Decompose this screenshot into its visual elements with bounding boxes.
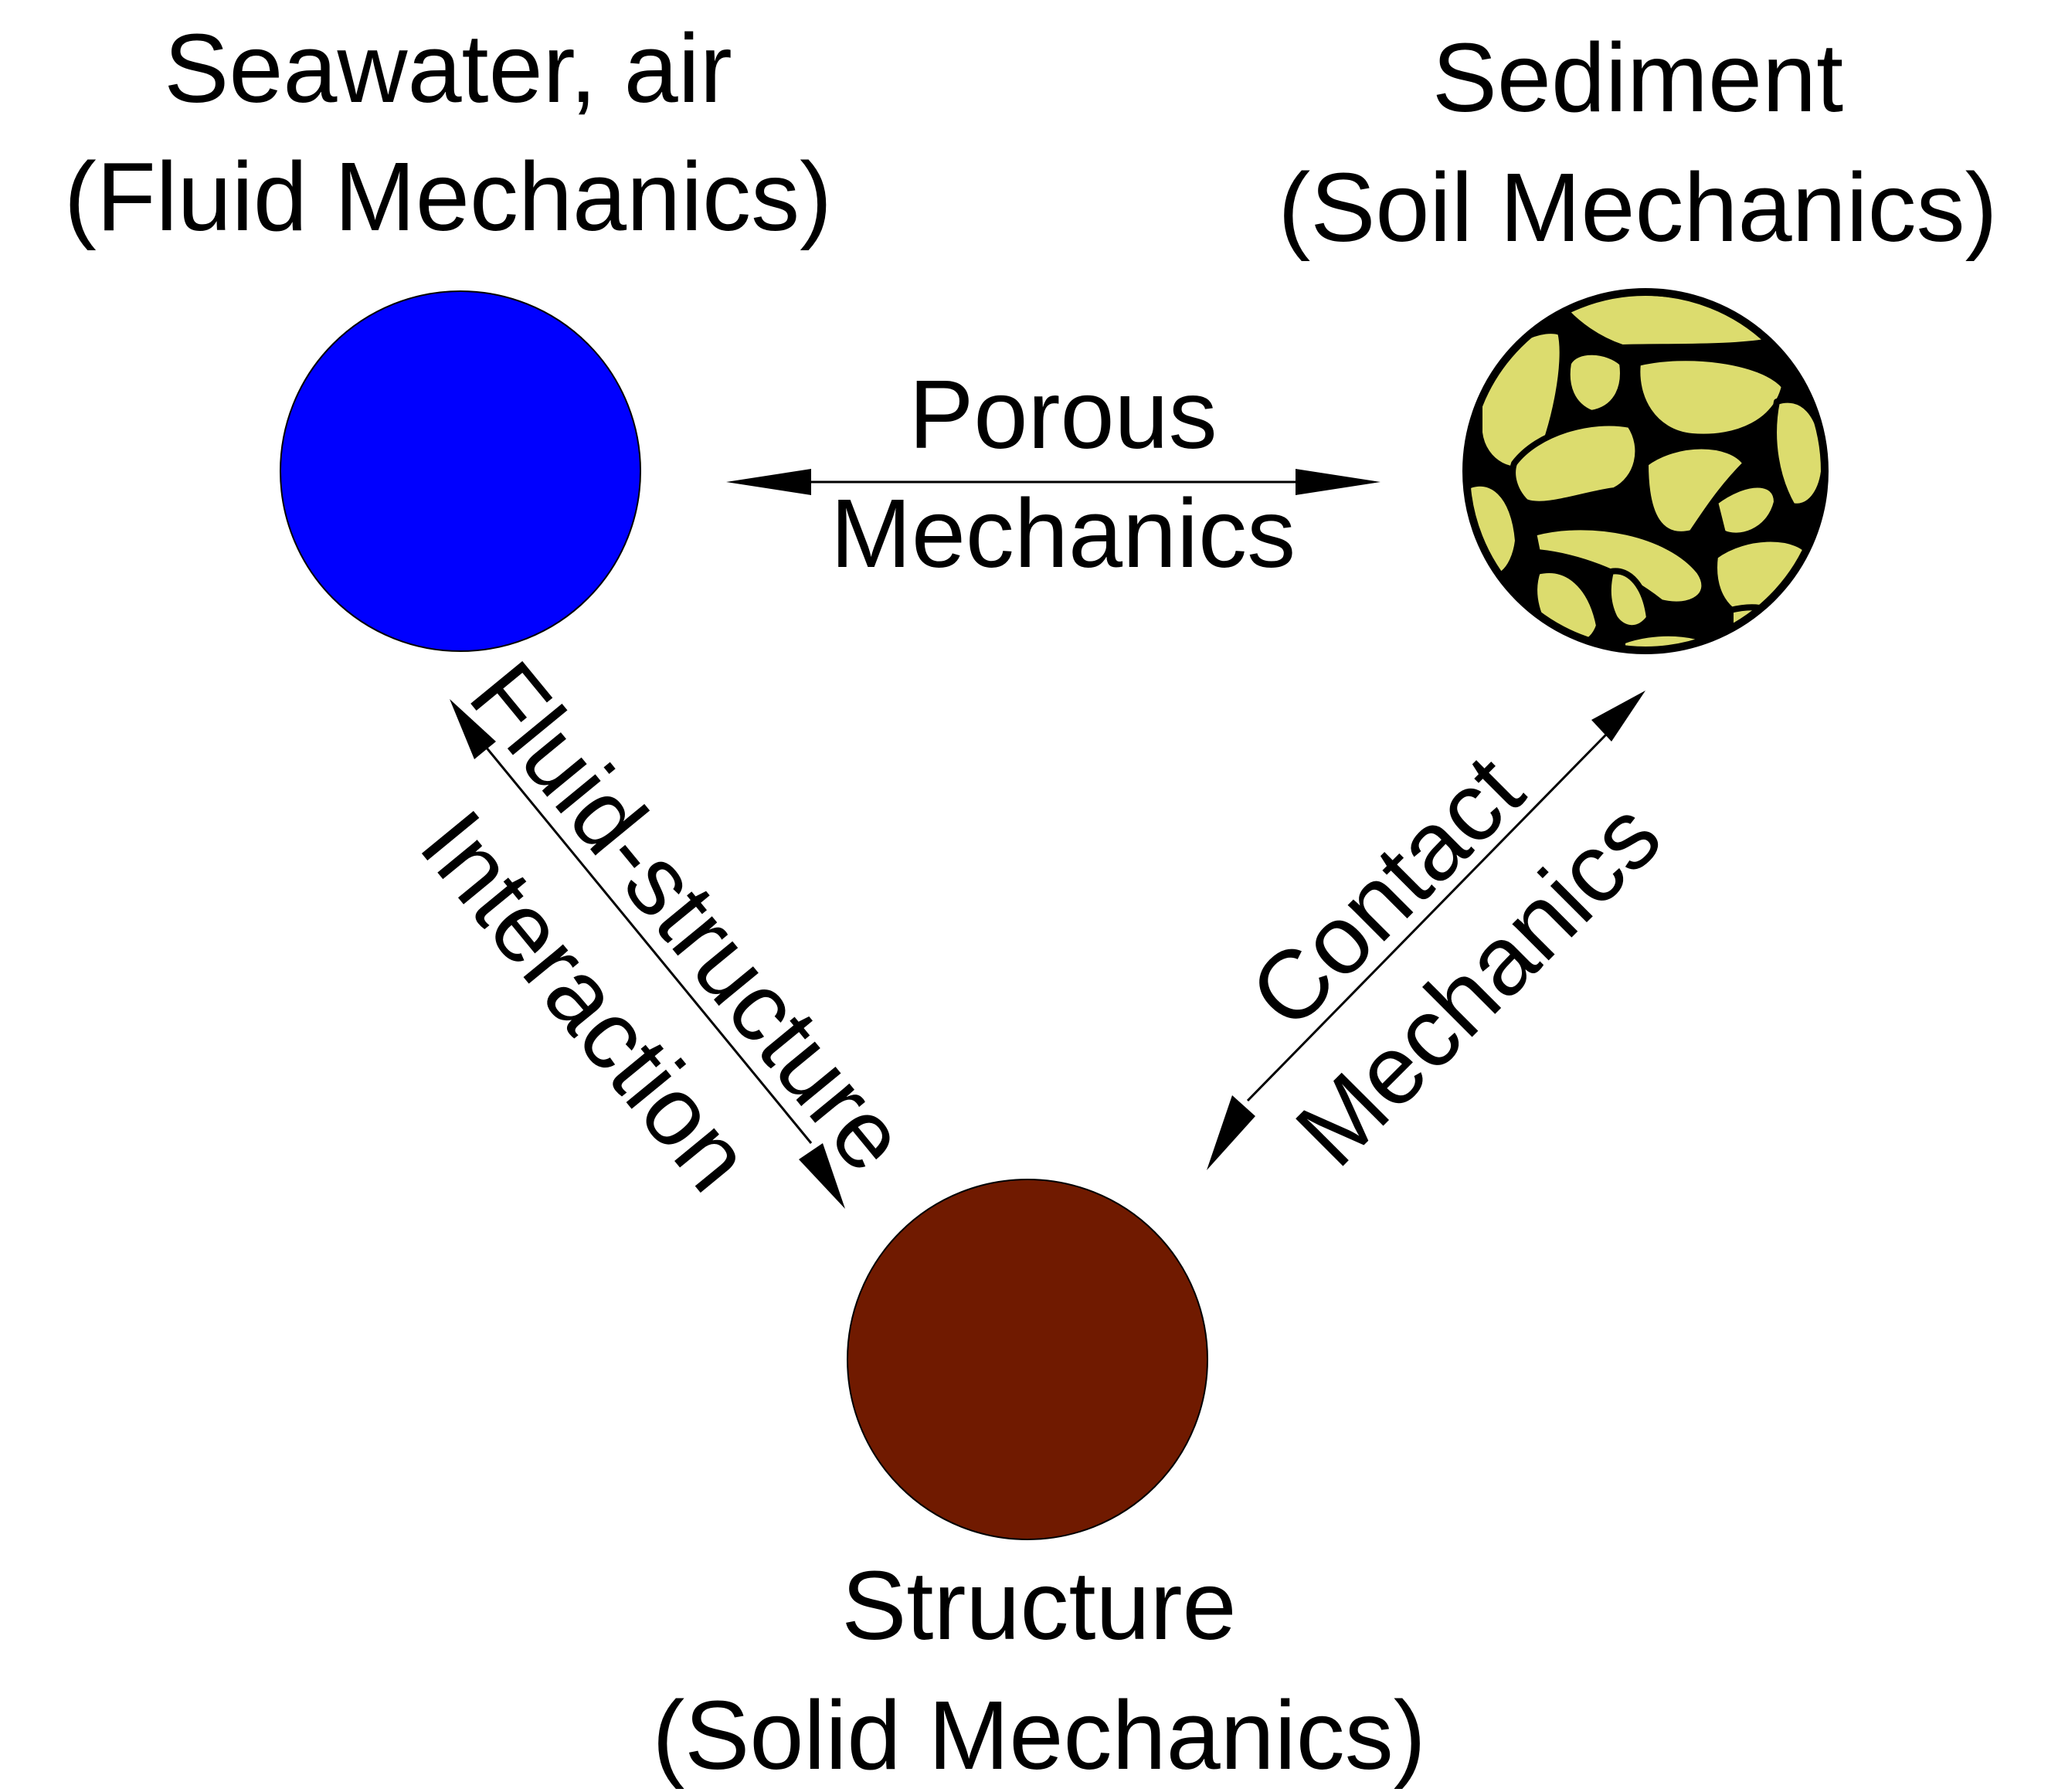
contact-arrow-bottom-head bbox=[1207, 1095, 1255, 1170]
contact-arrow-line bbox=[1246, 732, 1608, 1102]
porous-arrow-right-head bbox=[1296, 469, 1380, 495]
fluid-subtitle: (Fluid Mechanics) bbox=[64, 142, 832, 251]
porous-label-line2: Mechanics bbox=[830, 479, 1296, 588]
fsi-arrow-line bbox=[474, 733, 813, 1144]
contact-arrow-top-head bbox=[1591, 691, 1645, 742]
fluid-node: Seawater, air (Fluid Mechanics) bbox=[64, 14, 832, 652]
sediment-subtitle: (Soil Mechanics) bbox=[1278, 153, 1997, 262]
sediment-title: Sediment bbox=[1432, 23, 1843, 132]
structure-title: Structure bbox=[841, 1551, 1236, 1660]
fsi-arrow-top-head bbox=[450, 699, 496, 759]
fluid-structure-link: Fluid-structure Interaction bbox=[400, 641, 929, 1210]
sediment-grains-icon bbox=[1462, 288, 1829, 654]
fluid-title: Seawater, air bbox=[164, 14, 732, 123]
porous-mechanics-link: Porous Mechanics bbox=[726, 360, 1380, 588]
porous-label-line1: Porous bbox=[908, 360, 1217, 469]
fsi-arrow-bottom-head bbox=[799, 1143, 845, 1209]
structure-node: Structure (Solid Mechanics) bbox=[652, 1179, 1426, 1790]
structure-subtitle: (Solid Mechanics) bbox=[652, 1681, 1425, 1790]
porous-arrow-left-head bbox=[726, 469, 811, 495]
contact-mechanics-link: Contact Mechanics bbox=[1207, 691, 1681, 1186]
sediment-node: Sediment (Soil Mechanics) bbox=[1278, 23, 1998, 654]
fluid-circle bbox=[280, 290, 641, 652]
structure-circle bbox=[847, 1179, 1208, 1540]
